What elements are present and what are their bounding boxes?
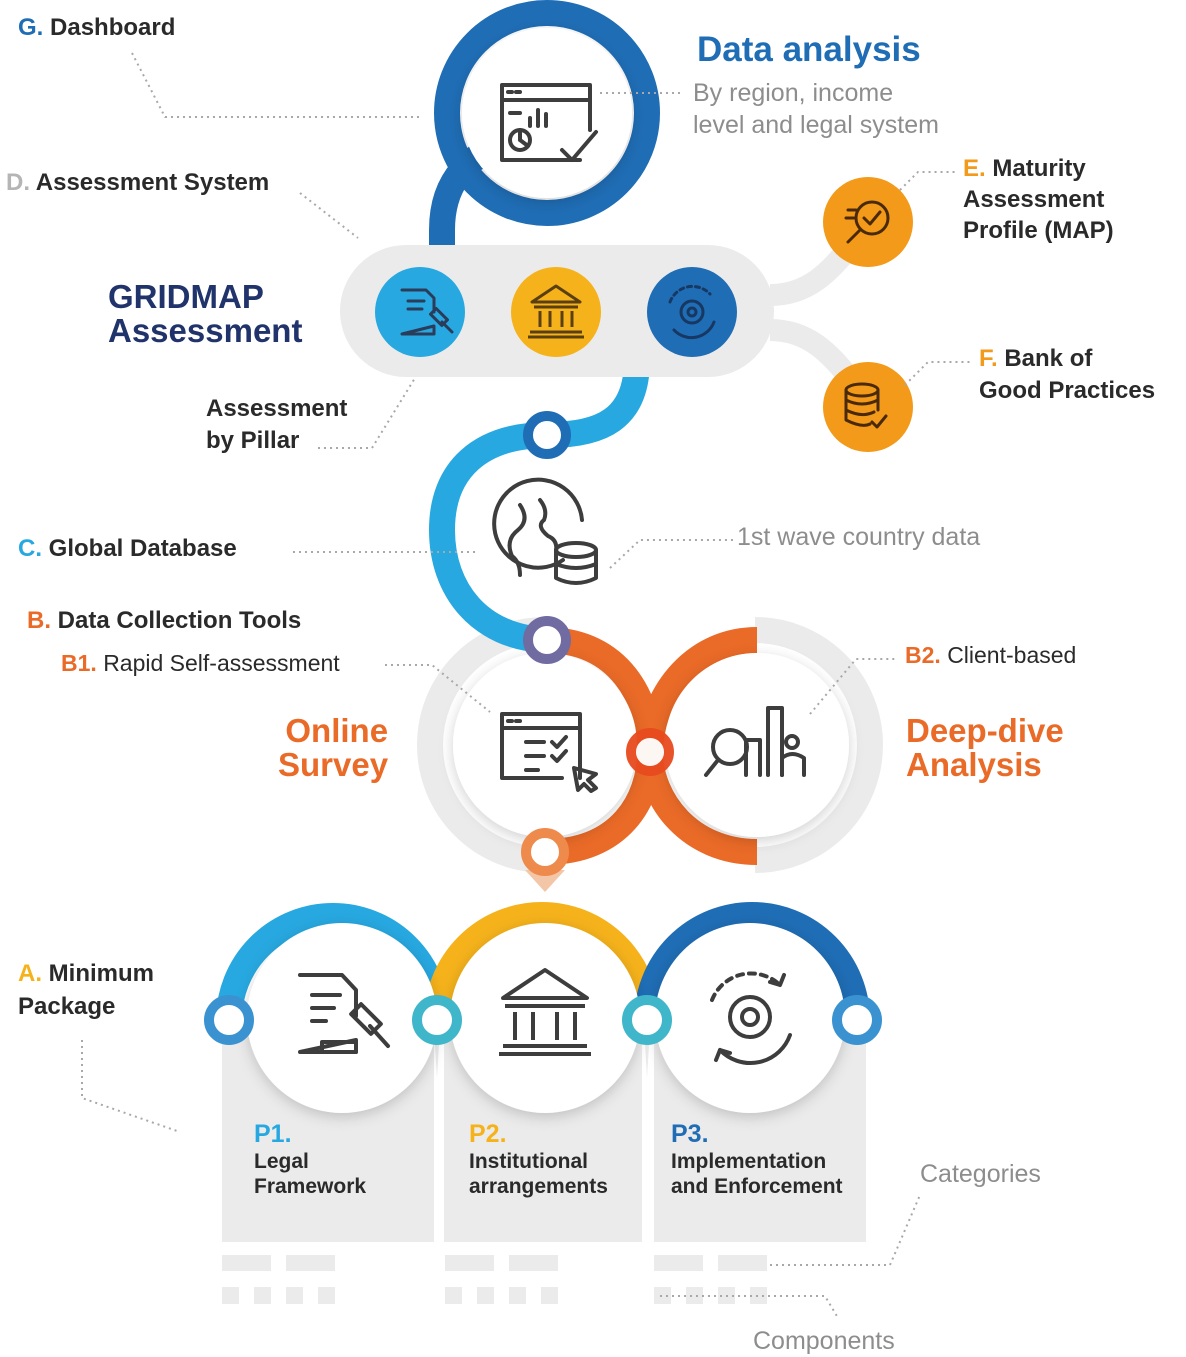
data-collection-text: Data Collection Tools [57, 607, 302, 634]
path-joint-top [523, 411, 571, 459]
deep-dive-title: Deep-dive Analysis [906, 714, 1064, 782]
deepdive-circle [665, 653, 849, 837]
client-text: Client-based [947, 642, 1077, 668]
minimum-package-line-1: Minimum [48, 960, 154, 987]
minimum-package-label: A. Minimum Package [18, 957, 154, 1023]
legal-document-gavel-icon [400, 288, 454, 336]
global-database-code: C. [18, 535, 42, 562]
components-label: Components [753, 1327, 895, 1355]
bank-badge [823, 362, 913, 452]
institution-building-icon [528, 284, 584, 339]
bank-code: F. [979, 345, 998, 372]
deep-dive-line-1: Deep-dive [906, 712, 1064, 749]
gear-cycle-icon [710, 971, 792, 1065]
pillar-1-badge [375, 267, 465, 357]
pillar-2-code: P2. [469, 1120, 507, 1148]
rapid-self-assessment-label: B1. Rapid Self-assessment [61, 650, 340, 677]
deep-dive-line-2: Analysis [906, 746, 1042, 783]
dashboard-window-icon [500, 83, 598, 162]
gridmap-title-line-2: Assessment [108, 312, 303, 349]
dashboard-label: G. Dashboard [18, 14, 175, 42]
data-analysis-ring [434, 0, 660, 226]
client-based-label: B2. Client-based [905, 642, 1076, 669]
online-survey-line-2: Survey [278, 746, 389, 783]
client-code: B2. [905, 642, 941, 668]
online-survey-title: Online Survey [278, 714, 388, 782]
deepdive-gray-ring [754, 617, 883, 873]
map-text-line-2: Assessment [963, 186, 1105, 213]
survey-pointer [525, 870, 565, 892]
pillar-3-arc [634, 902, 870, 1021]
wave-note: 1st wave country data [737, 523, 981, 551]
survey-circle [453, 653, 637, 837]
checklist-window-cursor-icon [500, 712, 598, 793]
pillar-3-label: P3. Implementation and Enforcement [671, 1120, 861, 1199]
rapid-text: Rapid Self-assessment [103, 650, 340, 676]
data-analysis-note-line-2: level and legal system [693, 111, 939, 139]
pillar-3-name: Implementation and Enforcement [671, 1150, 843, 1198]
global-database-text: Global Database [48, 535, 237, 562]
path-joint-bottom [521, 828, 569, 876]
dashboard-code: G. [18, 14, 44, 41]
gridmap-title: GRIDMAP Assessment [108, 280, 302, 348]
assessment-system-text: Assessment System [35, 169, 270, 196]
map-label: E. Maturity Assessment Profile (MAP) [963, 153, 1114, 246]
path-joint-center [626, 728, 674, 776]
magnifier-chart-person-icon [704, 706, 806, 777]
pillar-circles [247, 923, 845, 1113]
data-analysis-title: Data analysis [697, 30, 921, 69]
assessment-system-code: D. [6, 169, 30, 196]
data-collection-label: B. Data Collection Tools [27, 607, 301, 635]
assessment-by-pillar-label: Assessment by Pillar [206, 393, 347, 457]
pillar-1-label: P1. Legal Framework [254, 1120, 404, 1199]
upper-light-path [428, 359, 650, 653]
by-pillar-line-1: Assessment [206, 395, 348, 422]
institution-building-icon [499, 968, 591, 1056]
database-check-icon [844, 382, 888, 429]
legal-document-gavel-icon [298, 973, 390, 1054]
bank-label: F. Bank of Good Practices [979, 343, 1155, 407]
minimum-package-code: A. [18, 960, 42, 987]
leader-lines [81, 52, 970, 1319]
magnifier-check-icon [844, 200, 890, 244]
pillar-1-code: P1. [254, 1120, 292, 1148]
pillar-joints [204, 995, 882, 1045]
data-analysis-note-line-1: By region, income [693, 79, 894, 107]
global-database-label: C. Global Database [18, 535, 237, 563]
globe-database-icon [492, 477, 598, 585]
dashboard-text: Dashboard [50, 14, 176, 41]
pillar-1-name: Legal Framework [254, 1150, 367, 1198]
pillar-1-arc [216, 903, 450, 1021]
data-collection-code: B. [27, 607, 51, 634]
minimum-package-line-2: Package [18, 993, 116, 1020]
gridmap-title-line-1: GRIDMAP [108, 278, 264, 315]
rapid-code: B1. [61, 650, 97, 676]
pillar-3-badge [647, 267, 737, 357]
survey-gray-ring [417, 617, 546, 873]
pillar-3-code: P3. [671, 1120, 709, 1148]
map-text-line-3: Profile (MAP) [963, 217, 1114, 244]
path-joint-middle [523, 616, 571, 664]
pillar-2-arc [424, 902, 660, 1021]
bank-text-line-1: Bank of [1004, 345, 1093, 372]
map-code: E. [963, 155, 986, 182]
pillar-2-name: Institutional arrangements [469, 1150, 608, 1198]
map-text-line-1: Maturity [992, 155, 1086, 182]
bank-text-line-2: Good Practices [979, 377, 1156, 404]
by-pillar-line-2: by Pillar [206, 427, 300, 454]
pillar-2-label: P2. Institutional arrangements [469, 1120, 634, 1199]
pillar-2-badge [511, 267, 601, 357]
assessment-system-label: D. Assessment System [6, 169, 269, 197]
categories-label: Categories [920, 1160, 1041, 1188]
gear-cycle-icon [668, 284, 716, 340]
online-survey-line-1: Online [285, 712, 389, 749]
